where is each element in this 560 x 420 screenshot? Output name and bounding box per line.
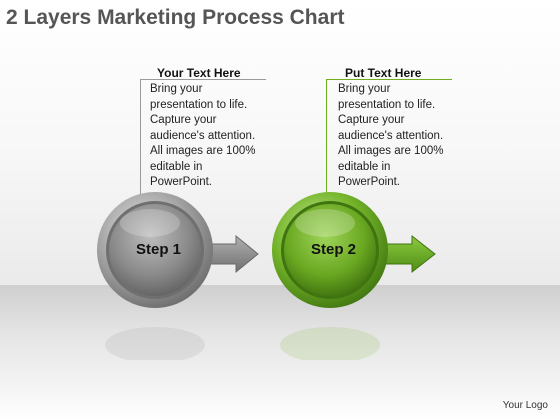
callout-1-heading: Your Text Here <box>157 66 241 80</box>
background-floor <box>0 285 560 420</box>
callout-1-leader-line <box>140 79 141 197</box>
logo-text: Your Logo <box>502 400 548 411</box>
step-2-label: Step 2 <box>311 241 357 258</box>
callout-1-body: Bring your presentation to life. Capture… <box>150 83 256 188</box>
callout-2-body: Bring your presentation to life. Capture… <box>338 83 444 188</box>
step-1-inner-circle <box>109 204 201 296</box>
callout-1-top-line <box>140 79 266 80</box>
step-1-label: Step 1 <box>136 241 182 258</box>
callout-2-leader-line <box>326 79 327 197</box>
page-title: 2 Layers Marketing Process Chart <box>6 6 345 29</box>
step-2-reflection <box>280 327 380 360</box>
step-1-reflection <box>105 327 205 360</box>
step-2-highlight <box>295 209 355 237</box>
callout-2-top-line <box>326 79 452 80</box>
step-2-inner-circle <box>284 204 376 296</box>
callout-2-heading: Put Text Here <box>345 66 422 80</box>
process-diagram <box>97 192 436 360</box>
step-1-highlight <box>120 209 180 237</box>
